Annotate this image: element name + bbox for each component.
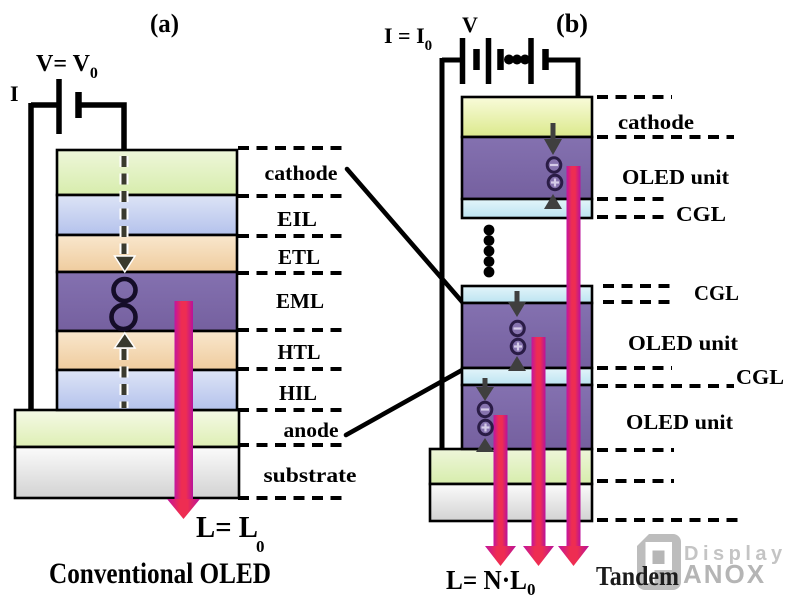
svg-text:L= N·L: L= N·L [446, 565, 527, 595]
svg-text:0: 0 [256, 537, 265, 556]
svg-text:(a): (a) [150, 9, 179, 38]
svg-text:OLED unit: OLED unit [628, 331, 738, 355]
svg-text:V: V [462, 12, 478, 37]
svg-text:L= L: L= L [196, 509, 258, 544]
svg-text:EML: EML [276, 289, 324, 313]
svg-text:(b): (b) [556, 9, 588, 38]
svg-text:EIL: EIL [277, 207, 317, 231]
svg-text:Display: Display [684, 543, 787, 565]
svg-text:ANOX: ANOX [683, 559, 766, 589]
svg-text:I = I0: I = I0 [384, 23, 432, 54]
svg-text:OLED unit: OLED unit [626, 410, 733, 434]
svg-text:0: 0 [527, 580, 536, 599]
svg-text:Tandem: Tandem [596, 561, 679, 591]
svg-text:substrate: substrate [264, 463, 357, 487]
svg-text:cathode: cathode [618, 110, 694, 134]
svg-text:I: I [10, 81, 19, 106]
svg-text:HTL: HTL [278, 340, 321, 364]
svg-text:ETL: ETL [278, 245, 320, 269]
svg-text:CGL: CGL [736, 365, 784, 389]
svg-text:OLED unit: OLED unit [622, 165, 729, 189]
svg-text:V= V0: V= V0 [36, 51, 98, 82]
svg-text:CGL: CGL [676, 202, 726, 226]
svg-text:Conventional OLED: Conventional OLED [49, 557, 271, 590]
svg-text:HIL: HIL [279, 381, 317, 405]
svg-text:cathode: cathode [265, 161, 338, 185]
svg-text:anode: anode [284, 418, 339, 442]
svg-text:CGL: CGL [694, 281, 739, 305]
